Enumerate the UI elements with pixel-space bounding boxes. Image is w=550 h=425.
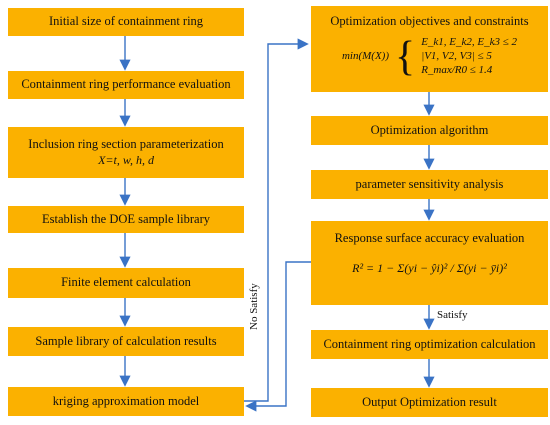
parameterization-box: Inclusion ring section parameterization … xyxy=(8,127,244,178)
optimization-calculation-box: Containment ring optimization calculatio… xyxy=(311,330,548,359)
constraint-list: E_k1, E_k2, E_k3 ≤ 2 |V1, V2, V3| ≤ 5 R_… xyxy=(421,36,517,77)
response-surface-box: Response surface accuracy evaluation R² … xyxy=(311,221,548,305)
algorithm-box: Optimization algorithm xyxy=(311,116,548,145)
finite-element-label: Finite element calculation xyxy=(61,275,191,290)
doe-library-label: Establish the DOE sample library xyxy=(41,211,211,226)
kriging-model-box: kriging approximation model xyxy=(8,387,244,416)
optimization-calculation-label: Containment ring optimization calculatio… xyxy=(323,336,536,351)
objective-function: min(M(X)) xyxy=(341,49,390,62)
finite-element-box: Finite element calculation xyxy=(8,268,244,298)
output-result-label: Output Optimization result xyxy=(362,394,497,409)
no-satisfy-label: No Satisfy xyxy=(248,283,260,330)
doe-library-box: Establish the DOE sample library xyxy=(8,206,244,233)
sensitivity-label: parameter sensitivity analysis xyxy=(355,176,504,191)
initial-size-box: Initial size of containment ring xyxy=(8,8,244,36)
objectives-box: Optimization objectives and constraints … xyxy=(311,6,548,92)
sample-library-label: Sample library of calculation results xyxy=(35,333,217,348)
sample-library-box: Sample library of calculation results xyxy=(8,327,244,356)
kriging-model-label: kriging approximation model xyxy=(52,393,200,408)
algorithm-label: Optimization algorithm xyxy=(370,122,489,137)
objectives-title: Optimization objectives and constraints xyxy=(330,14,529,28)
performance-evaluation-label: Containment ring performance evaluation xyxy=(21,77,231,92)
initial-size-label: Initial size of containment ring xyxy=(48,14,204,29)
parameterization-variables: X=t, w, h, d xyxy=(98,152,154,167)
constraint-energy: E_k1, E_k2, E_k3 ≤ 2 xyxy=(421,36,518,48)
satisfy-label: Satisfy xyxy=(437,309,468,321)
performance-evaluation-box: Containment ring performance evaluation xyxy=(8,71,244,99)
constraint-radius: R_max/R0 ≤ 1.4 xyxy=(421,63,493,76)
r-squared-formula: R² = 1 − Σ(yi − ŷi)² / Σ(yi − ȳi)² xyxy=(352,260,507,275)
constraint-velocity: |V1, V2, V3| ≤ 5 xyxy=(421,49,492,62)
objectives-formula: min(M(X)) { E_k1, E_k2, E_k3 ≤ 2 |V1, V2… xyxy=(342,36,517,78)
output-result-box: Output Optimization result xyxy=(311,388,548,417)
constraint-brace: { xyxy=(395,33,416,80)
response-surface-title: Response surface accuracy evaluation xyxy=(334,231,525,245)
parameterization-label: Inclusion ring section parameterization xyxy=(28,137,224,152)
sensitivity-box: parameter sensitivity analysis xyxy=(311,170,548,199)
